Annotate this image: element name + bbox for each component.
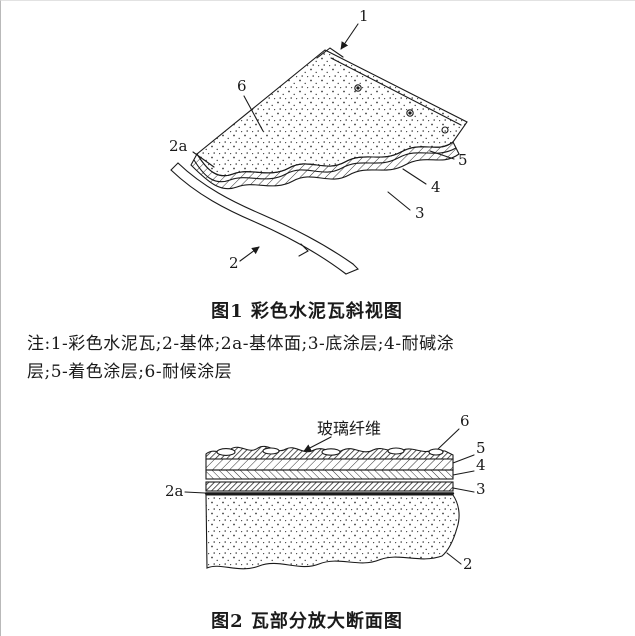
figure2-drawing: 玻璃纤维 6 5 4 3 2a 2: [165, 412, 486, 573]
figure1-labels: 1 6 2a 5 4 3 2: [169, 7, 468, 272]
glass-fiber-blobs: [216, 447, 444, 456]
reference-note-line1: 注:1-彩色水泥瓦;2-基体;2a-基体面;3-底涂层;4-耐碱涂: [27, 334, 455, 354]
figure2-leaders: [184, 428, 475, 565]
reference-note-line2: 层;5-着色涂层;6-耐候涂层: [27, 362, 233, 382]
ref-label-4: 4: [431, 178, 441, 196]
figure2-labels: 玻璃纤维 6 5 4 3 2a 2: [165, 412, 486, 573]
ref-label-1: 1: [359, 7, 369, 25]
ref-label-3: 3: [476, 480, 486, 498]
ref-label-5: 5: [458, 151, 468, 169]
ref-label-3: 3: [415, 204, 425, 222]
ref-label-2a: 2a: [165, 482, 184, 500]
coating-layers-edge: [190, 141, 460, 190]
tile-rim-line: [330, 57, 462, 126]
nail-holes: [354, 84, 449, 134]
tile-corner-notch: [316, 47, 344, 59]
glass-fiber-annotation: 玻璃纤维: [317, 419, 381, 438]
ref-label-2a: 2a: [169, 137, 188, 155]
layer-4-alkali-coat: [205, 469, 454, 480]
figure1-caption: 图1 彩色水泥瓦斜视图: [211, 301, 403, 322]
substrate-body: [205, 494, 460, 570]
layer-3-primer-coat: [205, 481, 454, 492]
ref-label-4: 4: [476, 456, 486, 474]
coating-mid-line: [193, 147, 457, 183]
ref-label-6: 6: [237, 77, 247, 95]
substrate-sheet: [170, 162, 359, 275]
ref-label-2: 2: [463, 555, 473, 573]
ref-label-5: 5: [476, 439, 486, 457]
ref-label-6: 6: [460, 412, 470, 430]
figure1-drawing: 1 6 2a 5 4 3 2: [169, 7, 468, 275]
figure2-caption: 图2 瓦部分放大断面图: [211, 611, 403, 632]
figure1-leaders: [192, 23, 455, 262]
layer-5-color-coat: [205, 458, 454, 471]
ref-label-2: 2: [229, 254, 239, 272]
reference-note: 注:1-彩色水泥瓦;2-基体;2a-基体面;3-底涂层;4-耐碱涂 层;5-着色…: [27, 330, 587, 386]
